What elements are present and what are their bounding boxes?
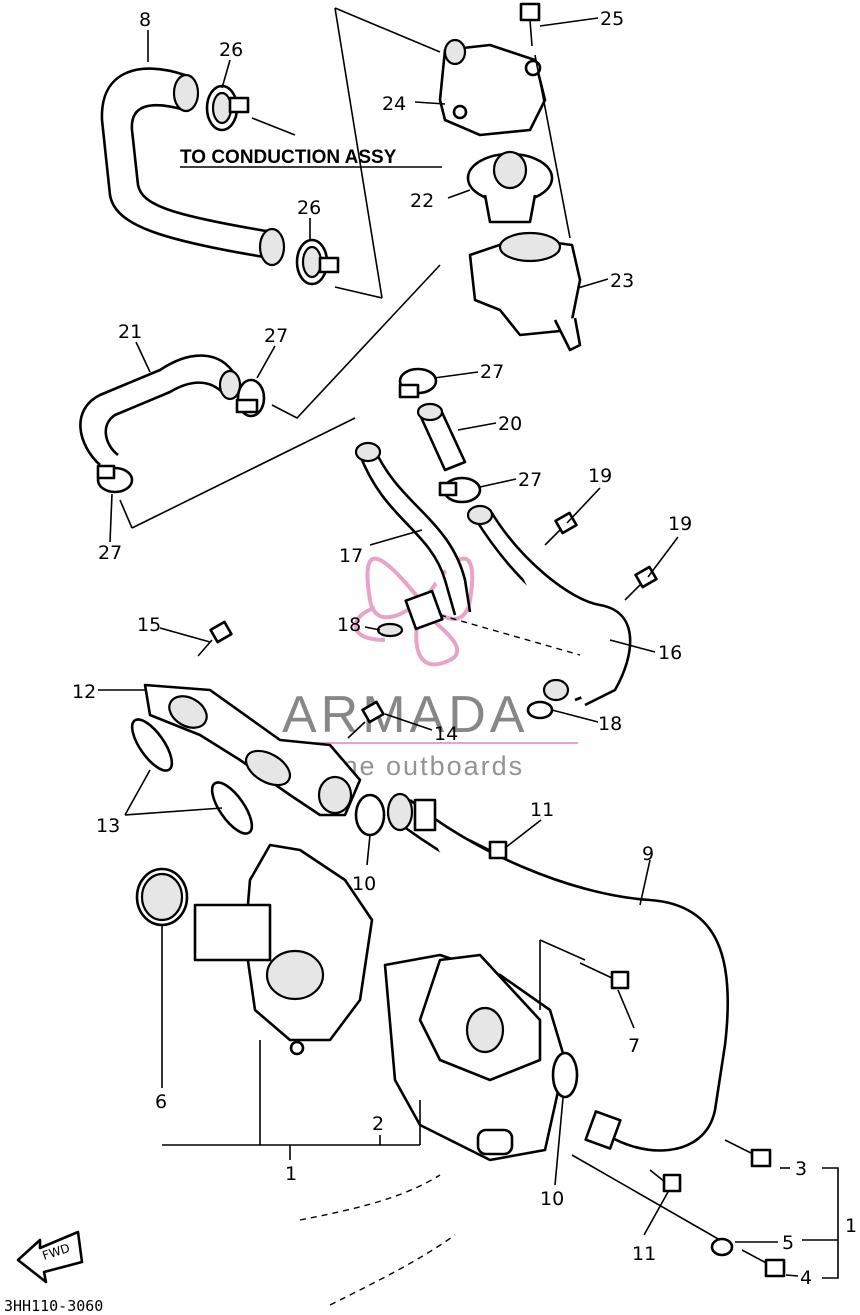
- water-pump-impeller-assembly: [193, 843, 374, 1056]
- callout-4: 4: [800, 1267, 812, 1289]
- callout-6: 6: [155, 1091, 167, 1113]
- o-ring-10-lower: [551, 1051, 579, 1099]
- hose-clamp-26-lower: [295, 238, 340, 286]
- callout-25: 25: [600, 8, 624, 30]
- hose-21: [79, 354, 242, 466]
- callout-27-c: 27: [480, 361, 504, 383]
- hose-clamp-27-d: [438, 476, 482, 504]
- callout-26-lower: 26: [297, 197, 321, 219]
- callout-labels: 8 26 26 25 24 22 23 21 27 27 20 27 27 19…: [72, 8, 857, 1289]
- callout-15: 15: [137, 614, 161, 636]
- callout-23: 23: [610, 270, 634, 292]
- fwd-arrow-icon: FWD: [16, 1230, 84, 1284]
- watermark-brand: ARMADA: [282, 686, 528, 744]
- callout-16: 16: [658, 642, 682, 664]
- conduction-note: TO CONDUCTION ASSY: [180, 147, 397, 168]
- hose-clamp-27-c: [398, 367, 438, 399]
- callout-22: 22: [410, 190, 434, 212]
- callout-18-b: 18: [598, 713, 622, 735]
- callout-9: 9: [642, 843, 654, 865]
- o-ring-18: [526, 700, 554, 720]
- callout-5: 5: [782, 1232, 794, 1254]
- callout-18-a: 18: [337, 614, 361, 636]
- callout-11-upper: 11: [530, 799, 554, 821]
- pump-housing-2: [383, 953, 567, 1162]
- bolt-25: [519, 2, 541, 47]
- thermostat-cover-24: [438, 38, 547, 137]
- hose-8: [100, 67, 286, 267]
- callout-19-b: 19: [668, 513, 692, 535]
- callout-27-d: 27: [518, 469, 542, 491]
- callout-10-lower: 10: [540, 1188, 564, 1210]
- pipe-16: [466, 504, 632, 707]
- pipe-20: [416, 402, 467, 472]
- bolt-7: [579, 962, 630, 990]
- hose-clamp-27-a: [235, 378, 266, 418]
- thermostat-22: [466, 150, 554, 224]
- bolt-15: [197, 620, 233, 657]
- callout-19-a: 19: [588, 465, 612, 487]
- bolt-11-upper: [469, 839, 508, 860]
- callout-8: 8: [139, 9, 151, 31]
- callout-1: 1: [285, 1163, 297, 1185]
- callout-7: 7: [628, 1035, 640, 1057]
- hose-clamp-26-upper: [205, 84, 250, 132]
- gasket-13-b: [210, 781, 254, 835]
- callout-1-right: 1: [845, 1215, 857, 1237]
- callout-3: 3: [795, 1158, 807, 1180]
- o-ring-6: [135, 867, 189, 927]
- bolt-14: [347, 700, 385, 739]
- o-ring-10-upper: [354, 793, 386, 837]
- hose-clamp-27-b: [96, 464, 134, 494]
- housing-cover-12: [143, 683, 362, 817]
- callout-14: 14: [434, 723, 458, 745]
- callout-27-a: 27: [264, 325, 288, 347]
- callout-10-upper: 10: [352, 873, 376, 895]
- bolt-3: [724, 1139, 772, 1168]
- bolt-11-lower: [649, 1169, 682, 1193]
- pipe-9: [386, 792, 730, 1152]
- sensor-18: [376, 589, 444, 638]
- callout-20: 20: [498, 413, 522, 435]
- washer-5: [710, 1237, 734, 1257]
- bolt-4: [741, 1249, 786, 1278]
- callout-24: 24: [382, 93, 406, 115]
- callout-27-b: 27: [98, 542, 122, 564]
- callout-2: 2: [372, 1113, 384, 1135]
- callout-11-lower: 11: [632, 1243, 656, 1265]
- callout-26-upper: 26: [219, 39, 243, 61]
- callout-13: 13: [96, 815, 120, 837]
- callout-21: 21: [118, 321, 142, 343]
- leader-lines: [98, 17, 839, 1279]
- callout-12: 12: [72, 681, 96, 703]
- gasket-13-a: [130, 718, 174, 772]
- thermostat-housing-23: [468, 231, 582, 352]
- callout-17: 17: [339, 545, 363, 567]
- drawing-code: 3HH110-3060: [4, 1297, 103, 1315]
